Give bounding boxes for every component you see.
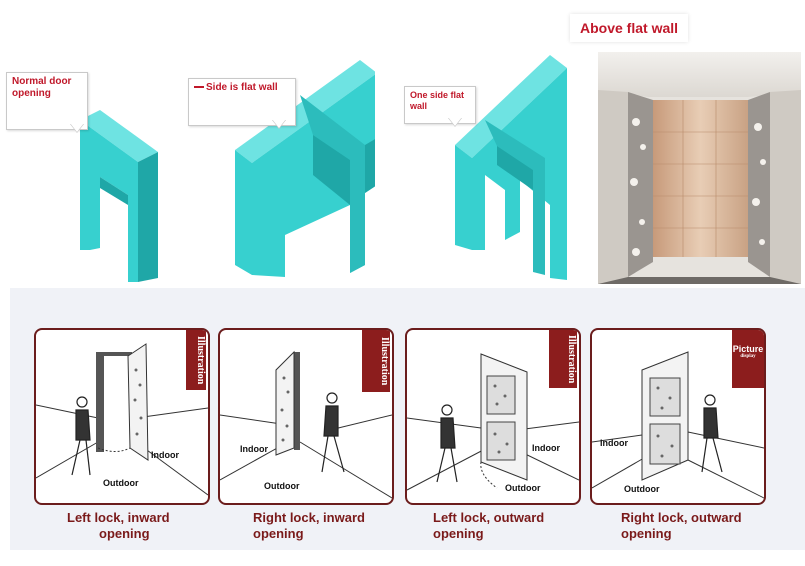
callout-side-flat-wall: Side is flat wall [188,78,296,126]
illustration-tag: Illustration [549,330,577,388]
caption-left-lock-outward: Left lock, outward opening [433,510,633,542]
illustration-tag: Illustration [186,330,206,390]
callout-normal-door-opening: Normal door opening [6,72,88,130]
caption-line: Right lock, inward [253,510,365,525]
panel-left-lock-inward: Illustration Indoor Outdoor [34,328,210,505]
outdoor-label: Outdoor [103,478,139,488]
panel-right-lock-outward: Picture display Indoor Outdoor [590,328,766,505]
right-inward-door-drawing [220,350,392,499]
door-opening-directions-section: Illustration Indoor Outdoor Illustration… [10,288,805,550]
outdoor-label: Outdoor [505,483,541,493]
caption-left-lock-inward: Left lock, inward opening [67,510,267,542]
caption-right-lock-inward: Right lock, inward opening [253,510,453,542]
above-flat-wall-label: Above flat wall [570,14,689,42]
outdoor-label: Outdoor [624,484,660,494]
caption-line: opening [253,526,304,541]
room-photo [598,52,801,284]
callout-text: One side flat wall [410,90,465,111]
panel-left-lock-outward: Illustration Indoor Outdoor [405,328,581,505]
indoor-label: Indoor [151,450,179,460]
caption-line: opening [433,526,484,541]
caption-line: opening [621,526,672,541]
indoor-label: Indoor [532,443,560,453]
left-inward-door-drawing [36,343,208,496]
illustration-tag: Illustration [362,330,390,392]
callout-tail [70,123,84,132]
left-outward-door-drawing [407,353,579,491]
caption-line: Right lock, outward [621,510,742,525]
callout-text: Side is flat wall [206,82,278,93]
callout-tail [448,117,462,126]
outdoor-label: Outdoor [264,481,300,491]
panel-right-lock-inward: Illustration Indoor Outdoor [218,328,394,505]
room-photo-drawing [598,52,801,284]
dash-marker [194,86,204,89]
indoor-label: Indoor [240,444,268,454]
callout-tail [272,119,286,128]
wall-types-section: Normal door opening Side is flat wall On… [6,14,801,284]
display-tag-text: display [740,354,756,359]
indoor-label: Indoor [600,438,628,448]
picture-tag-text: Picture [732,344,764,354]
callout-text: Normal door opening [12,76,72,99]
caption-line: Left lock, inward [67,510,170,525]
callout-one-side-flat-wall: One side flat wall [404,86,476,124]
caption-line: Left lock, outward [433,510,545,525]
right-outward-door-drawing [592,351,764,499]
caption-line: opening [99,526,150,541]
side-flat-wall-diagram [235,60,375,277]
normal-opening-wall-diagram [80,110,158,282]
one-side-flat-wall-diagram [455,55,567,280]
caption-right-lock-outward: Right lock, outward opening [621,510,805,542]
picture-display-tag: Picture display [732,330,764,388]
